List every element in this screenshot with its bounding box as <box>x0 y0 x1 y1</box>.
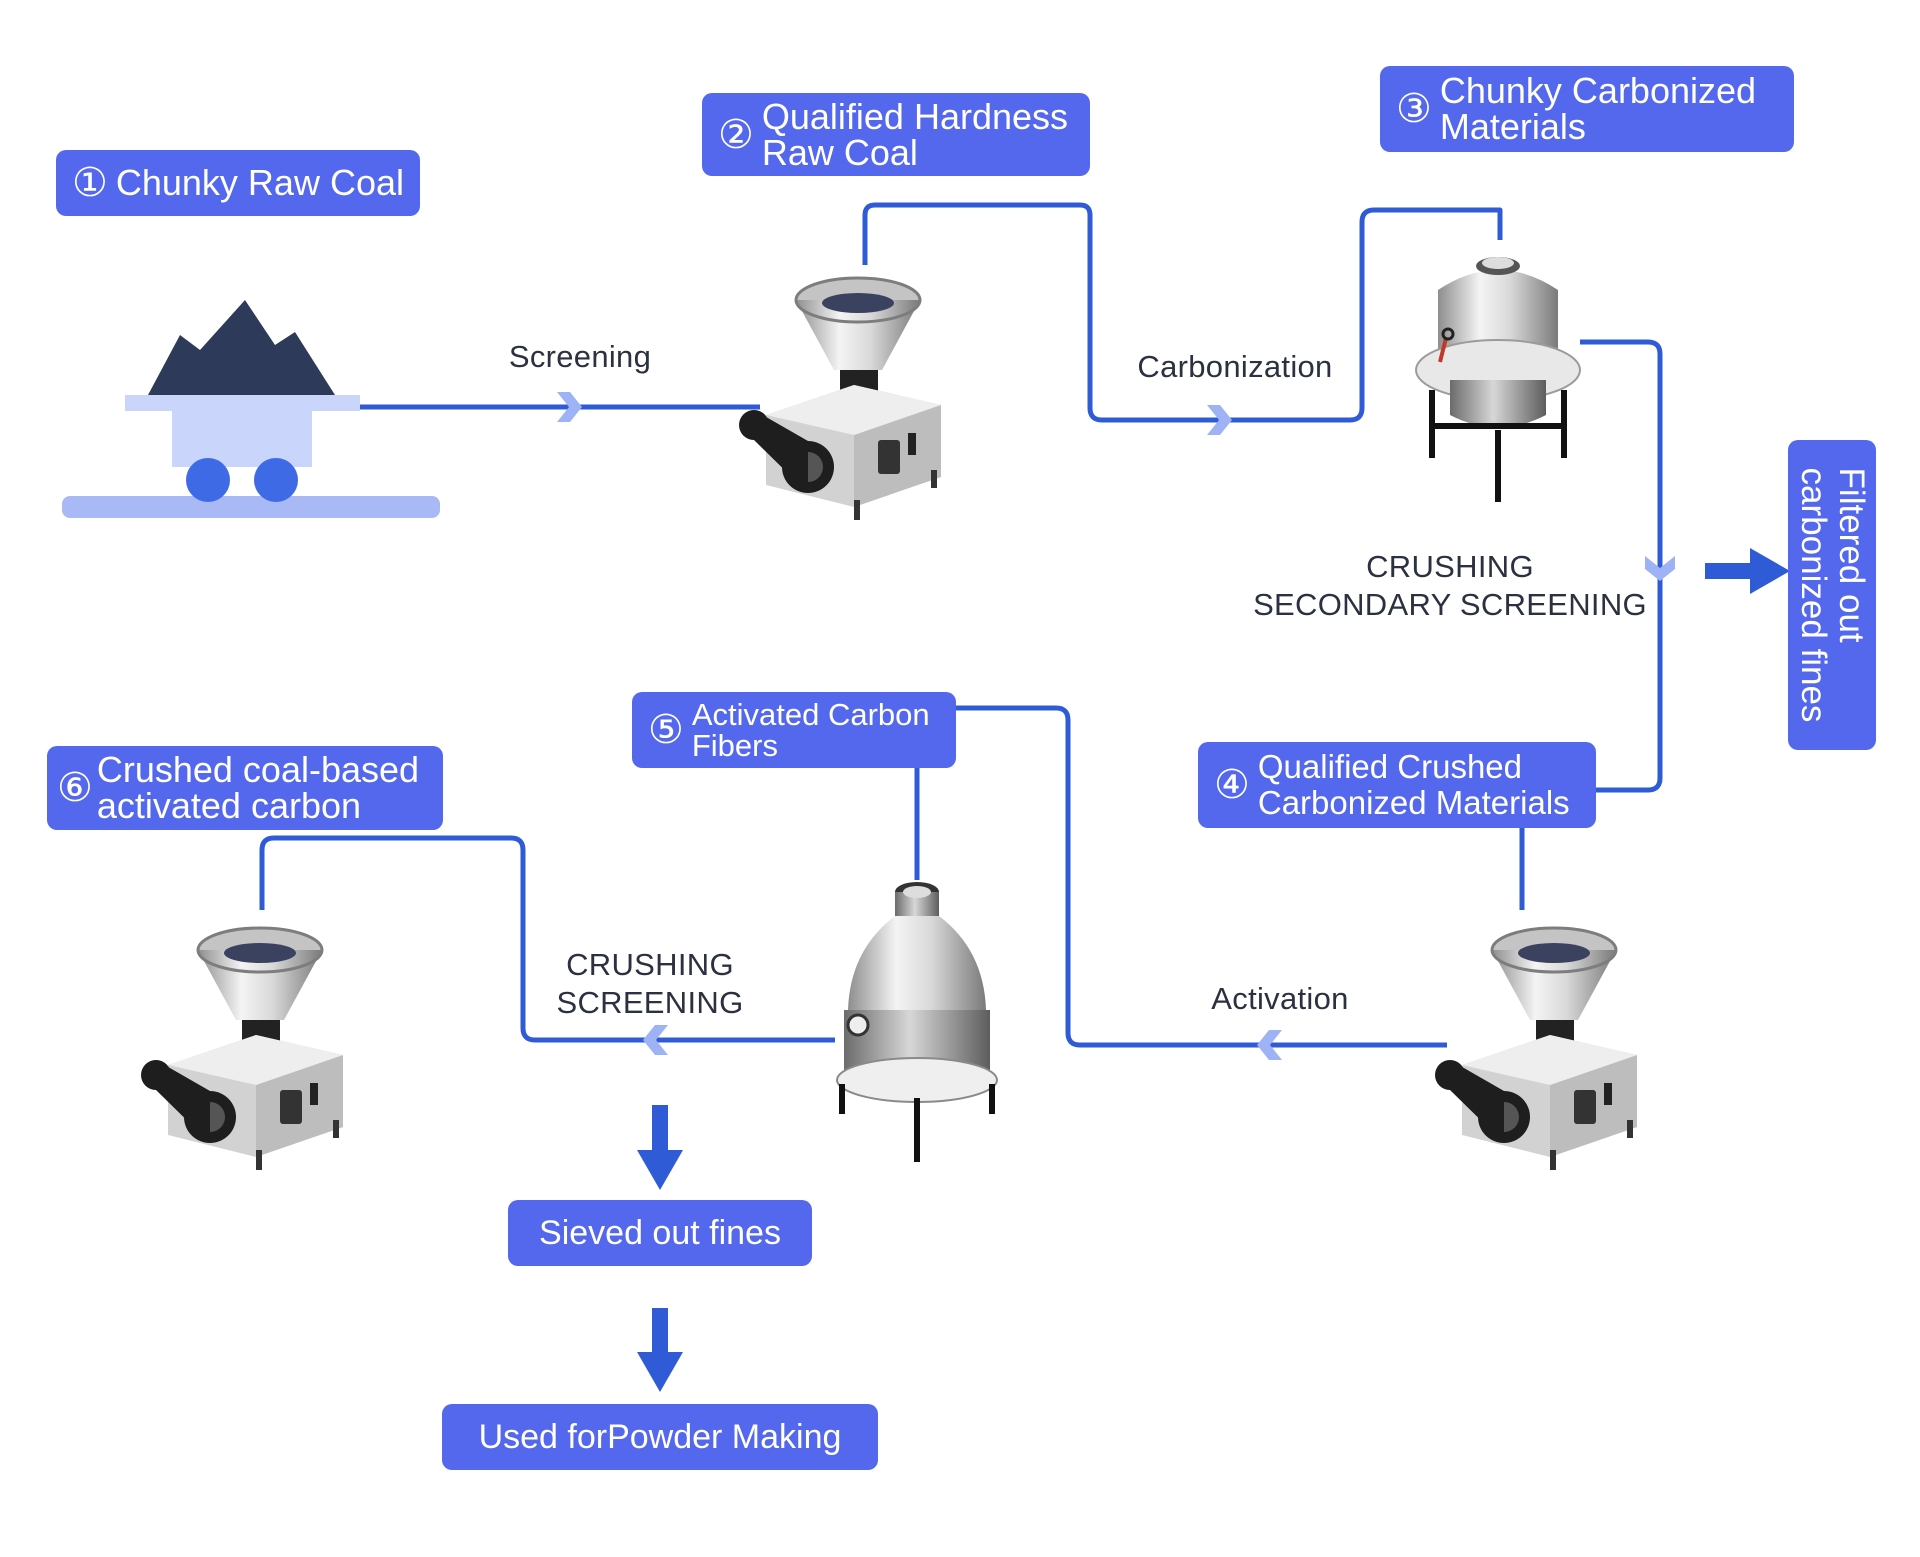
chevron-right-screening <box>557 392 582 422</box>
line-furnace-to-final-crusher <box>259 835 835 1043</box>
crushing-machine-icon <box>1435 926 1637 1170</box>
powder-making-label: Used forPowder Making <box>478 1418 842 1456</box>
flow-lines <box>259 202 1663 1048</box>
arrow-right-filtered <box>1705 548 1790 594</box>
stage-2-label-line2: Raw Coal <box>761 131 918 173</box>
stage-5-label-line1: Activated Carbon <box>691 697 930 732</box>
stage-4-tag: ④ Qualified Crushed Carbonized Materials <box>1198 742 1596 828</box>
process-label-screening-2: SCREENING <box>556 985 744 1020</box>
stage-3-number: ③ <box>1396 87 1432 131</box>
chevron-left-crushing-screening <box>643 1025 668 1055</box>
filtered-fines-line2: carbonized fines <box>1794 467 1833 723</box>
stage-3-label-line1: Chunky Carbonized <box>1439 70 1757 111</box>
stage-2-label-line1: Qualified Hardness <box>761 95 1069 137</box>
filtered-fines-tag: Filtered out carbonized fines <box>1788 440 1876 750</box>
line-crusher-to-activation-furnace <box>955 705 1447 1048</box>
stage-2-tag: ② Qualified Hardness Raw Coal <box>702 93 1090 176</box>
stage-3-tag: ③ Chunky Carbonized Materials <box>1380 66 1794 152</box>
arrow-down-powder <box>637 1308 683 1392</box>
process-label-crushing-screening: CRUSHING SCREENING <box>540 946 760 1022</box>
carbonization-furnace-icon <box>1415 257 1581 502</box>
stage-6-label-line2: activated carbon <box>96 785 362 826</box>
stage-6-tag: ⑥ Crushed coal-based activated carbon <box>47 746 443 830</box>
stage-5-number: ⑤ <box>648 708 684 752</box>
coal-cart-icon <box>62 300 440 518</box>
chevron-down-crushing <box>1645 556 1675 581</box>
sieved-fines-tag: Sieved out fines <box>508 1200 812 1266</box>
stage-4-label-line2: Carbonized Materials <box>1257 784 1570 821</box>
process-label-carbonization: Carbonization <box>1137 349 1333 384</box>
process-label-crushing-2: CRUSHING <box>566 947 734 982</box>
process-label-activation: Activation <box>1211 981 1349 1016</box>
stage-6-label-line1: Crushed coal-based <box>96 749 420 790</box>
stage-4-number: ④ <box>1214 763 1250 807</box>
stage-3-label-line2: Materials <box>1439 106 1586 147</box>
powder-making-tag: Used forPowder Making <box>442 1404 878 1470</box>
process-label-crushing-secondary-screening: CRUSHING SECONDARY SCREENING <box>1240 548 1660 624</box>
stage-4-label-line1: Qualified Crushed <box>1257 748 1523 785</box>
line-screening-to-carbonizer <box>862 202 1503 423</box>
chevron-right-carbonization <box>1207 405 1232 435</box>
stage-2-number: ② <box>718 112 754 157</box>
sieved-fines-label: Sieved out fines <box>539 1214 781 1252</box>
stage-5-tag: ⑤ Activated Carbon Fibers <box>632 692 956 768</box>
stage-1-label: Chunky Raw Coal <box>115 162 404 203</box>
arrow-down-sieved <box>637 1105 683 1190</box>
filtered-fines-line1: Filtered out <box>1832 467 1871 643</box>
final-crushing-machine-icon <box>141 926 343 1170</box>
chevron-left-activation <box>1257 1030 1282 1060</box>
screening-machine-icon <box>739 276 941 520</box>
process-label-crushing: CRUSHING <box>1366 549 1534 584</box>
stage-6-number: ⑥ <box>57 766 93 810</box>
process-label-secondary-screening: SECONDARY SCREENING <box>1253 587 1647 622</box>
flow-chevrons <box>557 392 1675 1060</box>
stage-1-tag: ① Chunky Raw Coal <box>56 150 420 216</box>
line-carbonizer-to-crusher <box>1580 339 1663 793</box>
stage-1-number: ① <box>72 161 108 205</box>
stage-5-label-line2: Fibers <box>691 728 778 763</box>
process-label-screening: Screening <box>508 339 652 374</box>
output-arrows <box>637 548 1790 1392</box>
activation-furnace-icon <box>836 882 998 1162</box>
